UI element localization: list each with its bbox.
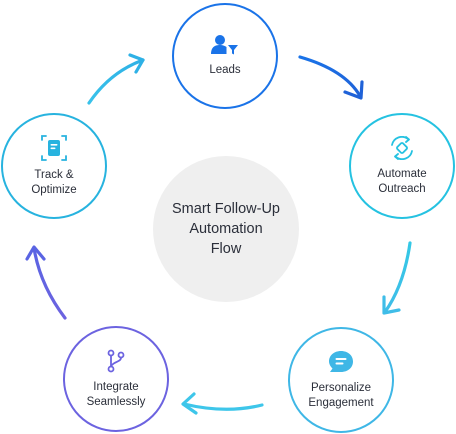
arrow-outreach-to-engagement: [383, 241, 412, 314]
arrowhead-track-to-leads: [128, 53, 145, 74]
node-label: Integrate Seamlessly: [86, 380, 146, 408]
document-tracking-icon: [41, 134, 67, 161]
center-title: Smart Follow-Up Automation Flow: [172, 201, 280, 257]
arrowhead-outreach-to-engagement: [382, 295, 401, 315]
arrow-engagement-to-integrate: [182, 402, 264, 411]
node-label: Automate Outreach: [377, 167, 427, 195]
node-label: Personalize Engagement: [308, 381, 374, 409]
automation-sync-icon: [388, 135, 416, 160]
center-circle: Smart Follow-Up Automation Flow: [153, 156, 299, 302]
arrowhead-engagement-to-integrate: [181, 392, 198, 415]
node-track-optimize[interactable]: Track & Optimize: [1, 113, 107, 219]
arrowhead-leads-to-outreach: [343, 80, 364, 100]
node-label: Leads: [209, 64, 241, 76]
node-label: Track & Optimize: [31, 168, 77, 196]
arrowhead-integrate-to-track: [25, 245, 46, 261]
node-automate-outreach[interactable]: Automate Outreach: [349, 113, 455, 219]
git-branch-icon: [105, 349, 127, 373]
node-personalize-engagement[interactable]: Personalize Engagement: [288, 327, 394, 433]
chat-bubble-icon: [328, 350, 354, 374]
arrow-integrate-to-track: [32, 246, 67, 320]
arrow-leads-to-outreach: [298, 55, 362, 98]
node-leads[interactable]: Leads: [172, 3, 278, 109]
node-integrate-seamlessly[interactable]: Integrate Seamlessly: [63, 326, 169, 432]
arrow-track-to-leads: [87, 58, 145, 105]
user-filter-icon: [210, 34, 240, 56]
